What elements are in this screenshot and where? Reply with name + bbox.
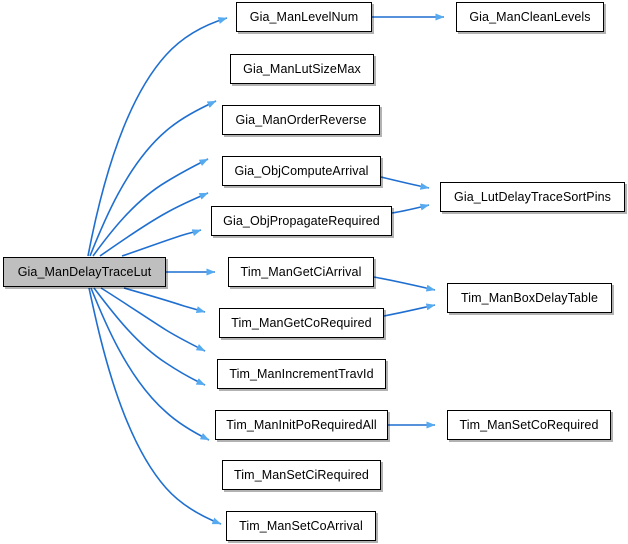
graph-node-tim_mangetciarrival[interactable]: Tim_ManGetCiArrival <box>228 257 374 287</box>
graph-node-tim_mansetcorequired[interactable]: Tim_ManSetCoRequired <box>447 410 611 440</box>
graph-node-gia_objpropagaterequired[interactable]: Gia_ObjPropagateRequired <box>211 206 392 236</box>
call-edge-gia_mandelaytracelut-to-tim_mansetcoarrival <box>88 287 222 525</box>
call-edge-gia_mandelaytracelut-to-gia_manlutsizemax <box>89 100 217 257</box>
call-edge-tim_mangetcorequired-to-tim_manboxdelaytable <box>383 303 436 317</box>
graph-node-gia_mandelaytracelut[interactable]: Gia_ManDelayTraceLut <box>3 257 166 287</box>
graph-node-label: Tim_ManSetCoArrival <box>239 518 363 533</box>
call-edge-gia_mandelaytracelut-to-tim_mangetcorequired <box>123 287 206 314</box>
graph-node-gia_mancleanlevels[interactable]: Gia_ManCleanLevels <box>456 2 604 32</box>
graph-node-label: Gia_ManOrderReverse <box>235 112 367 127</box>
call-edge-tim_mangetciarrival-to-tim_manboxdelaytable <box>373 276 436 292</box>
call-edge-gia_mandelaytracelut-to-gia_objpropagaterequired <box>121 229 202 257</box>
graph-node-label: Gia_ObjPropagateRequired <box>223 213 380 228</box>
graph-node-tim_manboxdelaytable[interactable]: Tim_ManBoxDelayTable <box>447 283 612 313</box>
graph-node-label: Tim_ManInitPoRequiredAll <box>226 417 377 432</box>
graph-node-label: Tim_ManIncrementTravId <box>229 366 374 381</box>
graph-node-label: Gia_ManLutSizeMax <box>243 61 361 76</box>
call-edge-gia_mandelaytracelut-to-gia_manorderreverse <box>92 158 209 257</box>
graph-node-label: Tim_ManSetCoRequired <box>459 417 599 432</box>
call-edge-gia_mandelaytracelut-to-gia_manlevelnum <box>87 17 228 257</box>
graph-node-gia_manorderreverse[interactable]: Gia_ManOrderReverse <box>222 105 380 135</box>
graph-node-label: Gia_ObjComputeArrival <box>234 163 369 178</box>
call-edge-gia_mandelaytracelut-to-tim_mansetcirequired <box>90 287 210 441</box>
graph-node-tim_manincrementtravid[interactable]: Tim_ManIncrementTravId <box>217 359 386 389</box>
graph-node-label: Gia_ManLevelNum <box>249 9 359 24</box>
graph-node-label: Gia_LutDelayTraceSortPins <box>454 189 611 204</box>
graph-node-gia_manlutsizemax[interactable]: Gia_ManLutSizeMax <box>230 54 374 84</box>
graph-node-tim_mangetcorequired[interactable]: Tim_ManGetCoRequired <box>219 308 384 338</box>
graph-node-label: Tim_ManGetCiArrival <box>240 264 362 279</box>
graph-node-label: Tim_ManGetCoRequired <box>231 315 372 330</box>
graph-node-label: Gia_ManDelayTraceLut <box>17 264 152 279</box>
graph-node-label: Tim_ManBoxDelayTable <box>460 290 598 305</box>
call-edge-gia_mandelaytracelut-to-tim_manincrementtravid <box>100 287 206 352</box>
edge-layer <box>87 13 445 525</box>
call-edge-gia_mandelaytracelut-to-gia_objcomputearrival <box>99 192 209 257</box>
graph-node-tim_mansetcoarrival[interactable]: Tim_ManSetCoArrival <box>226 511 376 541</box>
graph-node-tim_maninitporequiredall[interactable]: Tim_ManInitPoRequiredAll <box>215 410 388 440</box>
graph-node-label: Gia_ManCleanLevels <box>469 9 591 24</box>
graph-node-gia_manlevelnum[interactable]: Gia_ManLevelNum <box>236 2 372 32</box>
graph-node-tim_mansetcirequired[interactable]: Tim_ManSetCiRequired <box>222 460 381 490</box>
call-edge-gia_mandelaytracelut-to-tim_maninitporequiredall <box>93 287 206 386</box>
graph-node-gia_lutdelaytracesortpins[interactable]: Gia_LutDelayTraceSortPins <box>440 182 625 212</box>
graph-node-label: Tim_ManSetCiRequired <box>234 467 369 482</box>
call-edge-gia_objcomputearrival-to-gia_lutdelaytracesortpins <box>380 176 430 190</box>
call-edge-gia_objpropagaterequired-to-gia_lutdelaytracesortpins <box>391 203 430 214</box>
graph-node-gia_objcomputearrival[interactable]: Gia_ObjComputeArrival <box>222 156 381 186</box>
